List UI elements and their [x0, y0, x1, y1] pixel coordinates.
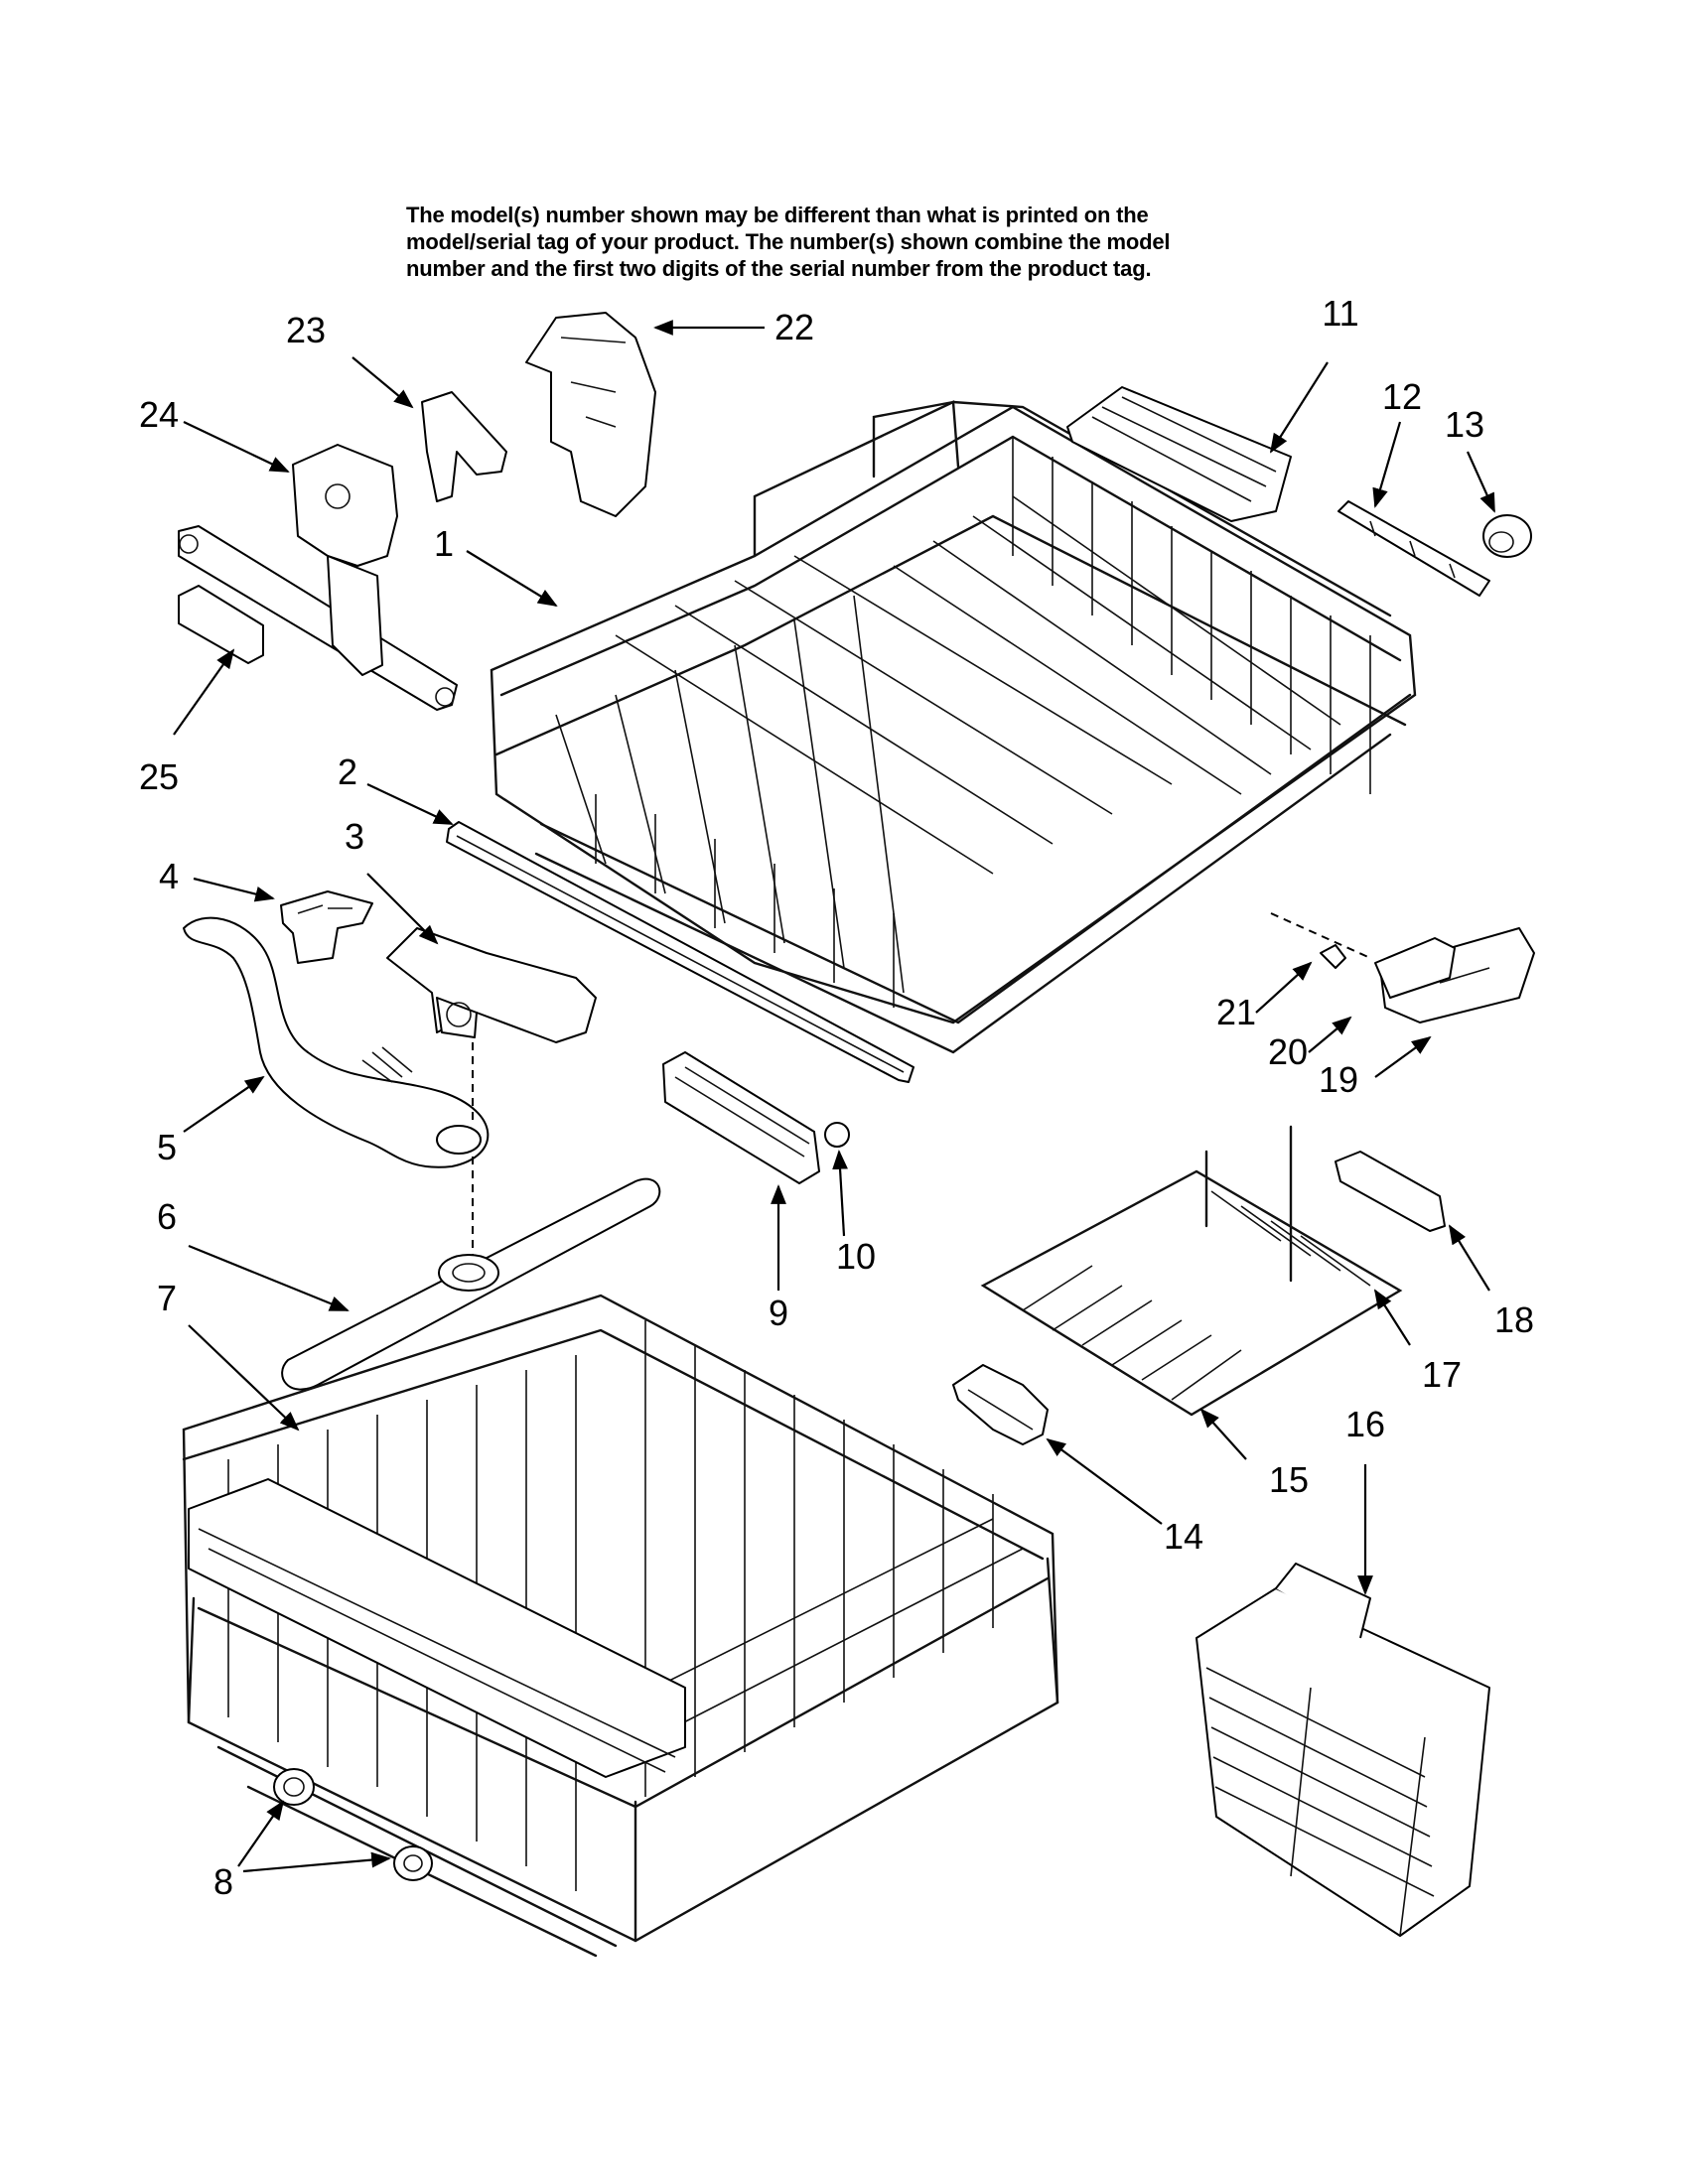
- callout-19: 19: [1319, 1059, 1358, 1100]
- spray-arm-mount: [386, 927, 597, 1043]
- bracket-part: [662, 1051, 820, 1184]
- callout-25: 25: [139, 756, 179, 797]
- callout-7: 7: [157, 1278, 177, 1318]
- callout-10: 10: [836, 1236, 876, 1277]
- fold-tines: [980, 1125, 1403, 1417]
- callout-13: 13: [1445, 404, 1484, 445]
- spray-arm: [281, 1177, 661, 1391]
- callout-22: 22: [774, 307, 814, 347]
- callout-15: 15: [1269, 1459, 1309, 1500]
- callout-5: 5: [157, 1127, 177, 1167]
- rack-handle: [1270, 912, 1535, 1024]
- tine-row: [1066, 386, 1292, 522]
- callout-8: 8: [213, 1861, 233, 1902]
- strip-part: [1337, 500, 1490, 597]
- leader-lines: [173, 320, 1496, 1873]
- wheel-pair: [273, 1768, 433, 1881]
- callout-21: 21: [1216, 992, 1256, 1032]
- callout-6: 6: [157, 1196, 177, 1237]
- small-ball: [824, 1122, 850, 1148]
- disclaimer-note: The model(s) number shown may be differe…: [406, 202, 1320, 282]
- callout-14: 14: [1164, 1516, 1203, 1557]
- callout-2: 2: [338, 751, 357, 792]
- callout-9: 9: [769, 1293, 788, 1333]
- feed-tube: [183, 916, 490, 1261]
- callout-18: 18: [1494, 1299, 1534, 1340]
- note-line-3: number and the first two digits of the s…: [406, 256, 1152, 281]
- adjuster-part: [178, 444, 458, 711]
- callout-12: 12: [1382, 376, 1422, 417]
- callout-23: 23: [286, 310, 326, 350]
- slider-part: [178, 585, 264, 664]
- callout-4: 4: [159, 856, 179, 896]
- callout-16: 16: [1345, 1404, 1385, 1444]
- lower-rack: [182, 1294, 1059, 1958]
- callout-11: 11: [1322, 293, 1358, 334]
- utensil-basket: [1196, 1563, 1490, 1937]
- note-line-2: model/serial tag of your product. The nu…: [406, 229, 1171, 254]
- lever-part: [421, 391, 507, 502]
- latch-part: [525, 312, 656, 517]
- clip-part: [280, 890, 373, 964]
- callout-24: 24: [139, 394, 179, 435]
- upper-rack: [490, 400, 1417, 1054]
- rack-rail: [446, 821, 914, 1083]
- callout-20: 20: [1268, 1031, 1308, 1072]
- tine-clip: [952, 1364, 1049, 1445]
- callout-1: 1: [434, 523, 454, 564]
- callout-3: 3: [345, 816, 364, 857]
- knob-part: [1482, 514, 1532, 558]
- tine-clip-2: [1335, 1151, 1446, 1232]
- callout-labels: 1 2 3 4 5 6 7 8 9 10 11 12 13 14 15 16 1…: [139, 293, 1534, 1902]
- note-line-1: The model(s) number shown may be differe…: [406, 203, 1149, 227]
- callout-17: 17: [1422, 1354, 1462, 1395]
